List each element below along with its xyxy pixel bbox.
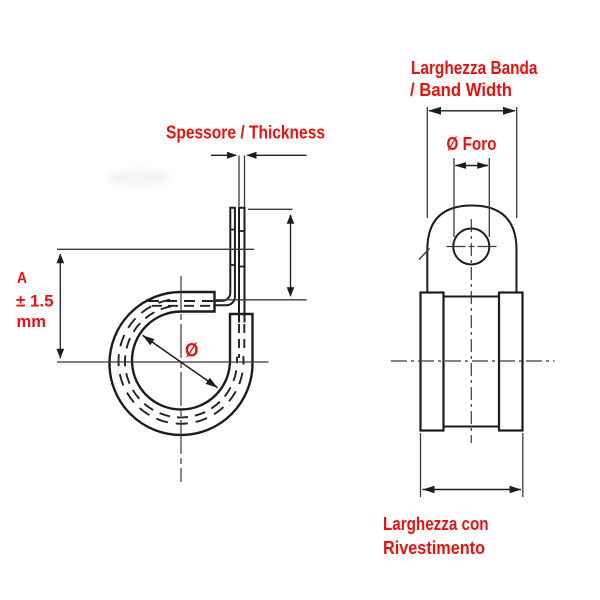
svg-text:Rivestimento: Rivestimento xyxy=(383,538,485,558)
svg-text:A: A xyxy=(17,270,27,287)
svg-text:Ø Foro: Ø Foro xyxy=(447,134,497,154)
svg-text:Ø: Ø xyxy=(185,341,199,362)
svg-text:Larghezza con: Larghezza con xyxy=(383,514,489,534)
svg-text:Larghezza Banda: Larghezza Banda xyxy=(411,58,538,78)
svg-text:/ Band Width: / Band Width xyxy=(410,80,512,100)
svg-text:Spessore / Thickness: Spessore / Thickness xyxy=(166,122,325,143)
svg-text:± 1.5: ± 1.5 xyxy=(16,292,54,311)
svg-text:mm: mm xyxy=(17,312,47,331)
